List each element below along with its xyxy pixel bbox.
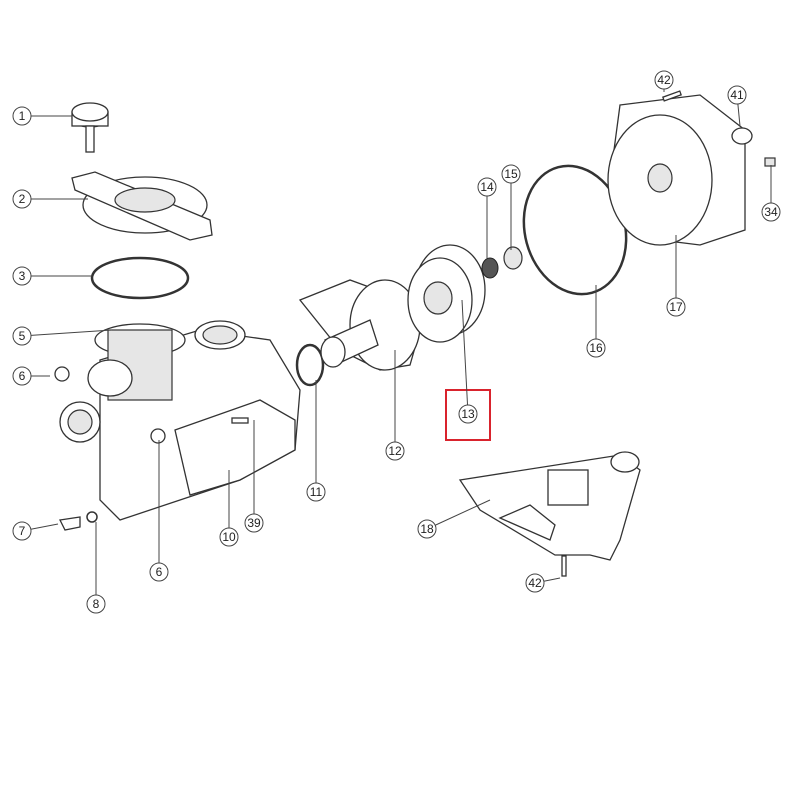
washer-part (731, 127, 753, 145)
callout-circle (385, 441, 405, 461)
callout-nut[interactable]: 34 (761, 165, 781, 222)
selected-part-highlight (445, 389, 491, 441)
diffuser-part (298, 279, 421, 371)
callout-label: 42 (528, 576, 542, 590)
callout-label: 18 (420, 522, 434, 536)
callout-impeller[interactable]: 13 (458, 299, 478, 424)
callout-label: 12 (388, 444, 402, 458)
callout-label: 5 (19, 329, 26, 343)
lid-knob-part (71, 102, 109, 153)
callout-strainer-lid[interactable]: 2 (12, 189, 88, 209)
callout-drain-plug-right[interactable]: 6 (149, 440, 169, 582)
callout-bolt-bottom[interactable]: 42 (525, 573, 561, 593)
callout-label: 14 (480, 180, 494, 194)
callout-diffuser[interactable]: 12 (385, 350, 405, 461)
callout-diffuser-o-ring[interactable]: 11 (306, 380, 326, 502)
callout-seal-seat[interactable]: 15 (501, 164, 521, 250)
callout-label: 6 (19, 369, 26, 383)
callout-circle (666, 297, 686, 317)
callout-label: 8 (93, 597, 100, 611)
callout-label: 16 (589, 341, 603, 355)
callout-bolt-top[interactable]: 42 (654, 70, 674, 92)
callout-motor-support[interactable]: 18 (417, 499, 491, 539)
callout-circle (727, 85, 747, 105)
callout-circle (12, 266, 32, 286)
callout-circle (12, 106, 32, 126)
callout-label: 41 (730, 88, 744, 102)
callout-circle (586, 338, 606, 358)
callout-circle (306, 482, 326, 502)
leader-line (30, 523, 59, 530)
bolt-top-part (662, 90, 682, 102)
callout-washer[interactable]: 41 (727, 85, 747, 127)
callout-lid-o-ring[interactable]: 3 (12, 266, 92, 286)
callout-circle (86, 594, 106, 614)
callout-label: 39 (247, 516, 261, 530)
callout-circle (458, 404, 478, 424)
callout-label: 7 (19, 524, 26, 538)
callout-circle (501, 164, 521, 184)
callout-shaft-seal[interactable]: 14 (477, 177, 497, 258)
callout-seal-plate[interactable]: 17 (666, 235, 686, 317)
callout-drain-o-ring[interactable]: 8 (86, 522, 106, 614)
callout-circle (244, 513, 264, 533)
callout-circle (12, 366, 32, 386)
callout-label: 42 (657, 73, 671, 87)
motor-support-part (458, 451, 641, 577)
callout-label: 15 (504, 167, 518, 181)
callout-lid-knob[interactable]: 1 (12, 106, 72, 126)
callout-seal-plate-o-ring[interactable]: 16 (586, 285, 606, 358)
leader-line (461, 299, 469, 406)
callout-drain-plug-left[interactable]: 6 (12, 366, 50, 386)
callout-circle (12, 326, 32, 346)
callout-label: 11 (310, 485, 323, 499)
callout-label: 34 (764, 205, 778, 219)
seal-seat-part (503, 246, 523, 270)
callout-label: 13 (461, 407, 475, 421)
callout-circle (417, 519, 437, 539)
leader-line (543, 577, 561, 582)
shaft-seal-part (481, 257, 499, 279)
callout-circle (149, 562, 169, 582)
callout-label: 10 (222, 530, 236, 544)
callout-label: 2 (19, 192, 26, 206)
leader-line (30, 329, 113, 336)
callout-label: 3 (19, 269, 26, 283)
callout-circle (219, 527, 239, 547)
lid-o-ring-part (90, 256, 190, 300)
callout-drain-plug[interactable]: 7 (12, 521, 59, 541)
strainer-lid-part (71, 171, 213, 241)
callout-circle (12, 189, 32, 209)
callout-circle (654, 70, 674, 90)
leader-line (434, 499, 491, 526)
callout-circle (525, 573, 545, 593)
callout-label: 6 (156, 565, 163, 579)
pump-housing-part (54, 320, 301, 531)
callout-strainer-basket[interactable]: 5 (12, 326, 113, 346)
nut-part (764, 157, 776, 167)
callout-circle (12, 521, 32, 541)
callout-housing-screw[interactable]: 39 (244, 420, 264, 533)
callout-pump-housing[interactable]: 10 (219, 470, 239, 547)
callout-label: 17 (669, 300, 683, 314)
seal-plate-part (607, 94, 746, 246)
diffuser-o-ring-part (295, 343, 325, 387)
callout-label: 1 (19, 109, 26, 123)
callout-circle (761, 202, 781, 222)
leader-line (737, 103, 741, 127)
impeller-part (407, 244, 486, 343)
callout-circle (477, 177, 497, 197)
